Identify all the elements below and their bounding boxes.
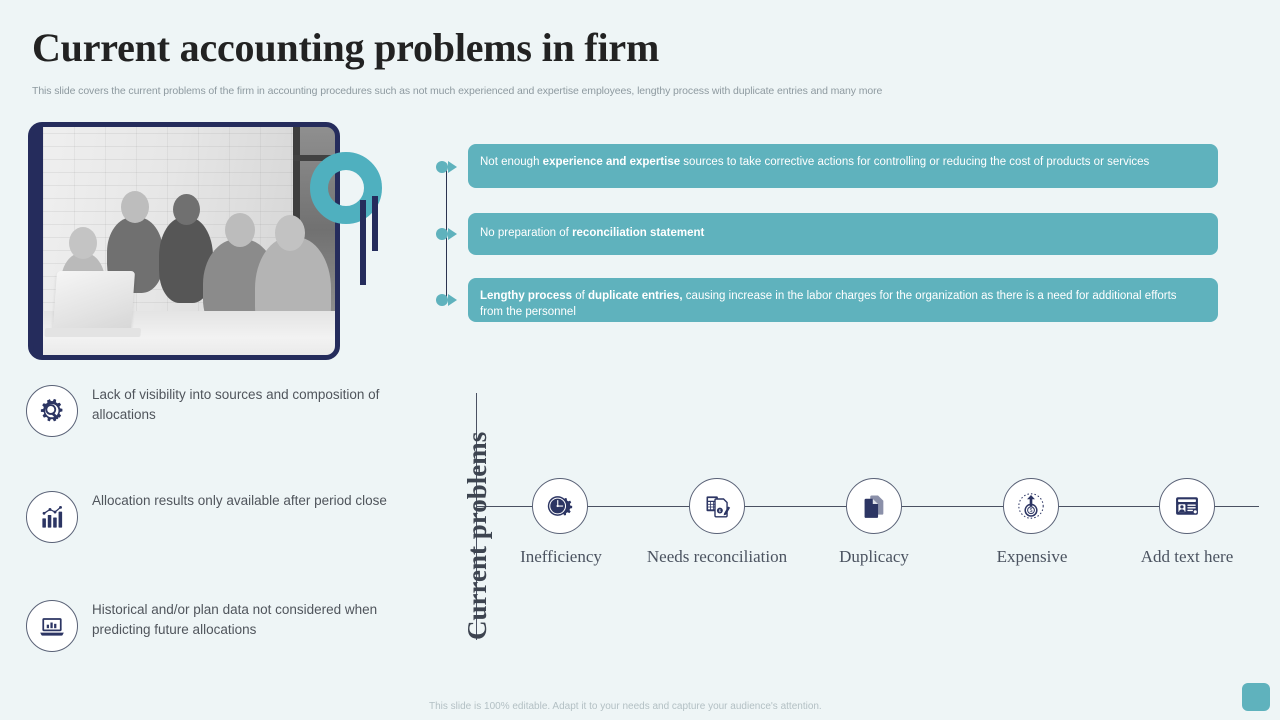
callout-2-lead: No preparation of: [480, 227, 573, 240]
callout-marker-1: [436, 160, 460, 174]
photo-person-c-head: [173, 194, 200, 225]
timeline-node-4[interactable]: $: [1003, 478, 1059, 534]
left-point-2-text: Allocation results only available after …: [92, 493, 387, 508]
id-card-icon: [1159, 478, 1215, 534]
bar-chart-trend-icon: [26, 491, 78, 543]
document-calculator-icon: $: [689, 478, 745, 534]
left-point-1[interactable]: Lack of visibility into sources and comp…: [26, 385, 426, 441]
timeline-node-2-label: Needs reconciliation: [646, 547, 788, 566]
timeline-node-1-label: Inefficiency: [520, 547, 602, 566]
callout-3-mid: of: [572, 290, 589, 302]
callout-arrow-icon: [448, 294, 457, 306]
callout-arrow-icon: [448, 228, 457, 240]
callout-arrow-icon: [448, 161, 457, 173]
corner-accent-square: [1242, 683, 1270, 711]
callout-dot-icon: [436, 161, 448, 173]
team-photo-image: [43, 127, 335, 355]
laptop-chart-icon: [26, 600, 78, 652]
callout-box-1[interactable]: Not enough experience and expertise sour…: [468, 144, 1218, 188]
callout-marker-3: [436, 293, 460, 307]
callout-1-bold: experience and expertise: [542, 156, 681, 168]
timeline-vertical-axis: [476, 393, 478, 640]
left-point-1-text: Lack of visibility into sources and comp…: [92, 387, 380, 422]
clock-gear-icon: [532, 478, 588, 534]
photo-person-b-head: [121, 191, 149, 223]
photo-person-e-head: [275, 215, 305, 251]
left-point-2[interactable]: Allocation results only available after …: [26, 491, 426, 547]
copy-documents-icon: [846, 478, 902, 534]
timeline-node-1[interactable]: [532, 478, 588, 534]
callout-1-tail: sources to take corrective actions for c…: [680, 156, 1150, 168]
timeline-node-4-label: Expensive: [996, 547, 1068, 566]
navy-bar-decoration-2: [372, 196, 378, 251]
photo-overlay: [43, 127, 335, 355]
navy-bar-decoration-1: [360, 200, 366, 285]
timeline-node-5[interactable]: [1159, 478, 1215, 534]
callout-marker-2: [436, 227, 460, 241]
callout-2-bold: reconciliation statement: [572, 227, 705, 240]
page-subtitle: This slide covers the current problems o…: [32, 85, 883, 97]
photo-person-a-head: [69, 227, 97, 259]
callout-box-3[interactable]: Lengthy process of duplicate entries, ca…: [468, 278, 1218, 322]
money-arrow-up-icon: $: [1003, 478, 1059, 534]
team-photo-frame: [28, 122, 340, 360]
callout-3-bold: Lengthy process: [480, 290, 573, 302]
left-point-3[interactable]: Historical and/or plan data not consider…: [26, 600, 426, 656]
left-point-3-text: Historical and/or plan data not consider…: [92, 602, 378, 637]
timeline-axis-label: Current problems: [462, 431, 492, 640]
callout-dot-icon: [436, 294, 448, 306]
callout-dot-icon: [436, 228, 448, 240]
footer-note: This slide is 100% editable. Adapt it to…: [429, 701, 822, 712]
callout-box-2[interactable]: No preparation of reconciliation stateme…: [468, 213, 1218, 255]
timeline-node-3-label: Duplicacy: [839, 547, 909, 566]
callout-3-bold2: duplicate entries,: [588, 290, 683, 302]
callout-3-tail: causing increase in the labor charges fo…: [480, 290, 1177, 318]
svg-text:$: $: [1030, 508, 1033, 514]
timeline-node-5-label: Add text here: [1140, 547, 1234, 566]
gear-search-icon: [26, 385, 78, 437]
photo-person-d-head: [225, 213, 255, 247]
svg-text:$: $: [719, 508, 722, 513]
timeline-node-2[interactable]: $: [689, 478, 745, 534]
timeline-node-3[interactable]: [846, 478, 902, 534]
callout-1-lead: Not enough: [480, 156, 543, 168]
page-title: Current accounting problems in firm: [32, 25, 660, 70]
